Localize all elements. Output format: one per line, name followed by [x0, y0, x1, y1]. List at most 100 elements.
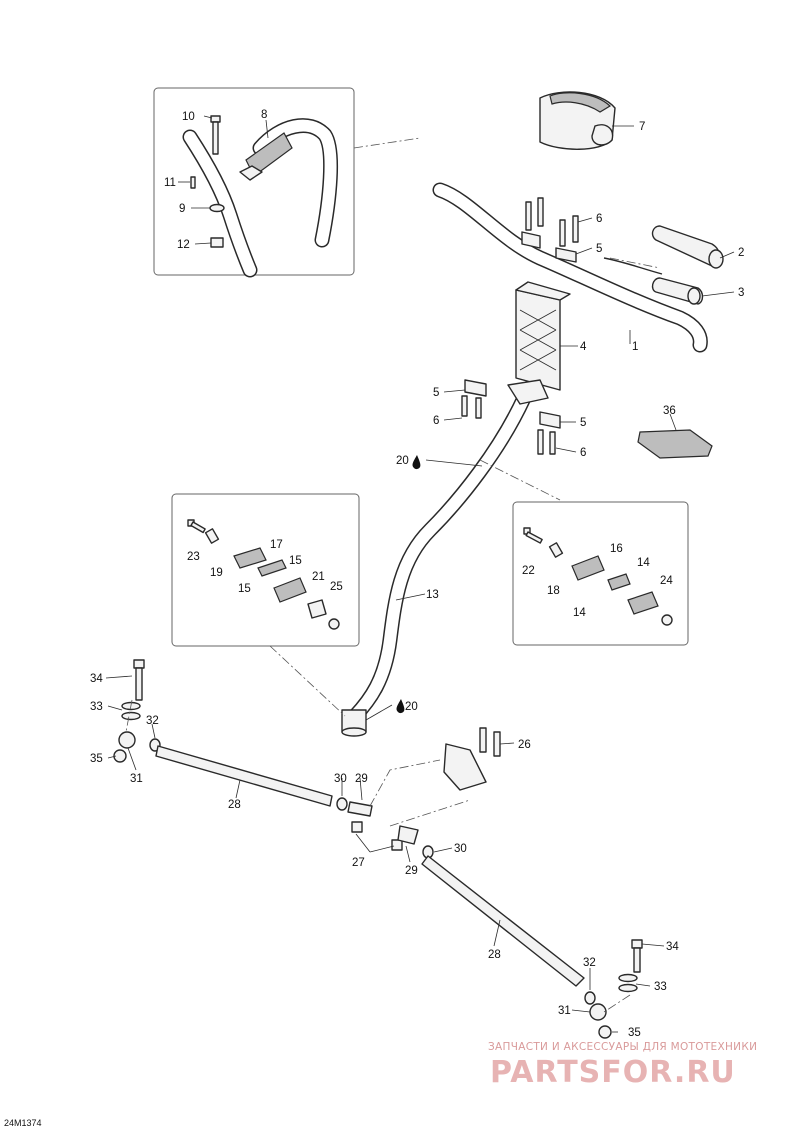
rod-end-31-right: [589, 1003, 607, 1021]
rod-end-29-upper: [347, 801, 373, 817]
callout-34a: 34: [90, 673, 103, 685]
callout-28b: 28: [488, 949, 501, 961]
nut-24: [661, 614, 673, 626]
spacer-27-lower: [391, 839, 403, 851]
leader-lines: [105, 115, 735, 1033]
callout-24: 24: [660, 575, 673, 587]
callout-20a: 20: [396, 455, 409, 467]
callout-35b: 35: [628, 1027, 641, 1039]
callout-31a: 31: [130, 773, 143, 785]
callout-32b: 32: [583, 957, 596, 969]
oil-drop-icon: [412, 455, 421, 470]
watermark-brand: PARTSFOR.RU: [490, 1055, 736, 1090]
handlebar-cover-7: [539, 91, 616, 150]
callout-30a: 30: [334, 773, 347, 785]
inset-left-parts: [187, 519, 340, 630]
bolt-34-left: [133, 659, 145, 669]
clamp-14a: [571, 555, 605, 581]
callout-9: 9: [179, 203, 185, 215]
clip-16: [607, 573, 631, 591]
callout-15b: 15: [238, 583, 251, 595]
rod-end-31-left: [118, 731, 136, 749]
inset-right-parts: [523, 527, 673, 626]
callout-2: 2: [738, 247, 744, 259]
bolt-22: [523, 527, 543, 544]
callout-labels: 10 8 11 9 12 7 6 5 2 3 1 4 5 6 5 6 36 20…: [90, 109, 744, 1039]
callout-12: 12: [177, 239, 190, 251]
clamp-14b: [627, 591, 659, 615]
inset-box-lower-clamp-right: [512, 501, 689, 646]
callout-14b: 14: [573, 607, 586, 619]
drawing-code: 24M1374: [4, 1118, 42, 1128]
callout-22: 22: [522, 565, 535, 577]
rod-end-29-lower: [397, 825, 419, 845]
callout-28a: 28: [228, 799, 241, 811]
callout-5c: 5: [580, 417, 586, 429]
inset-handlebar-parts: [182, 115, 339, 278]
callout-15a: 15: [289, 555, 302, 567]
assembly-centerlines: [125, 137, 661, 1013]
callout-19: 19: [210, 567, 223, 579]
jam-nut-32-right: [584, 991, 596, 1005]
bolt-34-right: [631, 939, 643, 949]
lower-clamps-5: [461, 379, 561, 455]
tie-rod-28-lower: [421, 855, 585, 987]
callout-34b: 34: [666, 941, 679, 953]
callout-6c: 6: [580, 447, 586, 459]
nut-35-right: [598, 1025, 612, 1039]
pin-11: [190, 176, 196, 189]
callout-8: 8: [261, 109, 267, 121]
callout-3: 3: [738, 287, 744, 299]
callout-13: 13: [426, 589, 439, 601]
washer-21: [307, 599, 327, 619]
callout-5b: 5: [433, 387, 439, 399]
oil-drop-icon: [396, 699, 405, 714]
bolt-23: [187, 519, 206, 534]
callout-21: 21: [312, 571, 325, 583]
callout-6b: 6: [433, 415, 439, 427]
callout-1: 1: [632, 341, 638, 353]
callout-11: 11: [164, 177, 176, 189]
nut-35-left: [113, 749, 127, 763]
clamp-15b: [273, 577, 307, 603]
callout-5a: 5: [596, 243, 602, 255]
callout-30b: 30: [454, 843, 467, 855]
callout-31b: 31: [558, 1005, 571, 1017]
handlebar-1: [432, 182, 708, 353]
jam-nut-30-upper: [336, 797, 348, 811]
callout-36: 36: [663, 405, 676, 417]
pad-36: [637, 429, 713, 459]
callout-14a: 14: [637, 557, 650, 569]
callout-23: 23: [187, 551, 200, 563]
callout-35a: 35: [90, 753, 103, 765]
callout-4: 4: [580, 341, 587, 353]
callout-20b: 20: [405, 701, 418, 713]
riser-block-4: [515, 281, 571, 391]
clamp-15a: [233, 547, 267, 569]
nut-12: [210, 237, 224, 248]
callout-7: 7: [639, 121, 645, 133]
grip-3: [651, 277, 704, 305]
tie-rod-right: [391, 825, 643, 1039]
watermark-tagline: ЗАПЧАСТИ И АКСЕССУАРЫ ДЛЯ МОТОТЕХНИКИ: [488, 1041, 757, 1053]
nut-25: [328, 618, 340, 630]
callout-6a: 6: [596, 213, 602, 225]
washer-9: [209, 203, 225, 213]
callout-10: 10: [182, 111, 195, 123]
callout-32a: 32: [146, 715, 159, 727]
sleeve-18: [548, 542, 564, 558]
spacer-27-upper: [351, 821, 363, 833]
tie-rod-28-upper: [155, 745, 333, 807]
callout-25: 25: [330, 581, 343, 593]
callout-29b: 29: [405, 865, 418, 877]
clip-17: [257, 559, 287, 577]
callout-27: 27: [352, 857, 365, 869]
sleeve-19: [204, 528, 220, 544]
grip-2: [651, 225, 724, 269]
callout-33a: 33: [90, 701, 103, 713]
callout-16: 16: [610, 543, 623, 555]
callout-29a: 29: [355, 773, 368, 785]
callout-17: 17: [270, 539, 283, 551]
upper-bolts-6: [525, 197, 579, 247]
